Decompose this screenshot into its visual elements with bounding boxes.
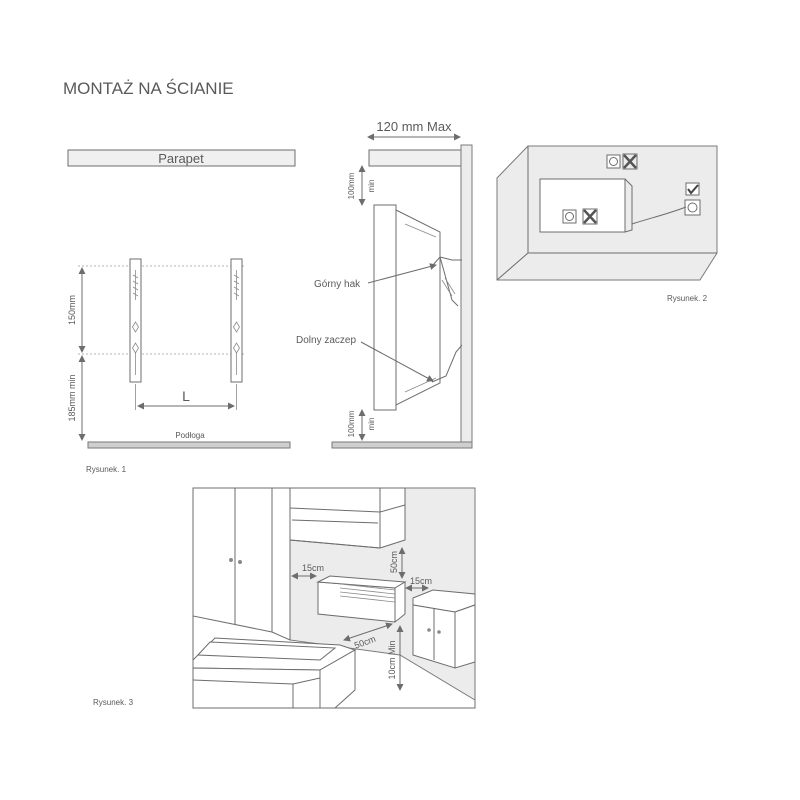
dim-185-label: 185mm min [67, 374, 77, 421]
socket-crossed-top-icon [606, 153, 638, 170]
d-floor-label: 10cm Min [387, 640, 397, 679]
d-top-label: 50cm [389, 551, 399, 573]
d-left-label: 15cm [302, 563, 324, 573]
sofa [192, 637, 357, 709]
wall-bracket-right [230, 258, 243, 383]
figure-1-caption: Rysunek. 1 [86, 465, 127, 474]
figure-3-heater [316, 575, 407, 624]
heater-front-panel [373, 204, 397, 411]
bottom-clearance-value: 100mm [347, 410, 356, 437]
max-depth-label: 120 mm Max [376, 119, 452, 134]
wall-bracket-left [129, 258, 142, 383]
side-bracket [431, 255, 463, 383]
floor-bar [87, 441, 291, 449]
lower-latch-label: Dolny zaczep [296, 335, 356, 346]
parapet-label: Parapet [158, 151, 204, 166]
wall-side [460, 144, 473, 447]
d-front-line [343, 622, 393, 642]
top-clearance-value: 100mm [347, 172, 356, 199]
upper-hook-leader [367, 263, 437, 284]
low-cabinet [412, 589, 476, 669]
floor-side [331, 441, 473, 449]
figure-3-caption: Rysunek. 3 [93, 698, 134, 707]
socket-crossed-bottom-icon [562, 208, 598, 225]
wardrobe [192, 487, 291, 641]
side-view: 120 mm Max 100mm min Górny hak Dolny zac… [296, 119, 473, 449]
heater-body-side [395, 209, 441, 406]
upper-hook-label: Górny hak [314, 279, 361, 290]
figure-3: 15cm 50cm 15cm 50cm 10cm Min [192, 487, 476, 709]
wall-shelf [289, 487, 406, 549]
d-right-label: 15cm [410, 576, 432, 586]
windowsill-side [368, 149, 462, 167]
floor-label: Podłoga [175, 431, 205, 440]
socket-approved-icon [684, 182, 701, 216]
parapet-bar [67, 149, 296, 167]
top-clearance-min: min [367, 180, 376, 193]
power-cord [631, 206, 687, 225]
dim-150-label: 150mm [67, 295, 77, 325]
figure-2-caption: Rysunek. 2 [667, 294, 708, 303]
dim-L-label: L [182, 388, 190, 404]
page-title: MONTAŻ NA ŚCIANIE [63, 79, 234, 98]
lower-latch-leader [360, 341, 434, 382]
figure-2: Rysunek. 2 [496, 145, 718, 303]
figure-1: Parapet 150mm 185mm min L Podłoga [67, 149, 296, 474]
bottom-clearance-min: min [367, 418, 376, 431]
